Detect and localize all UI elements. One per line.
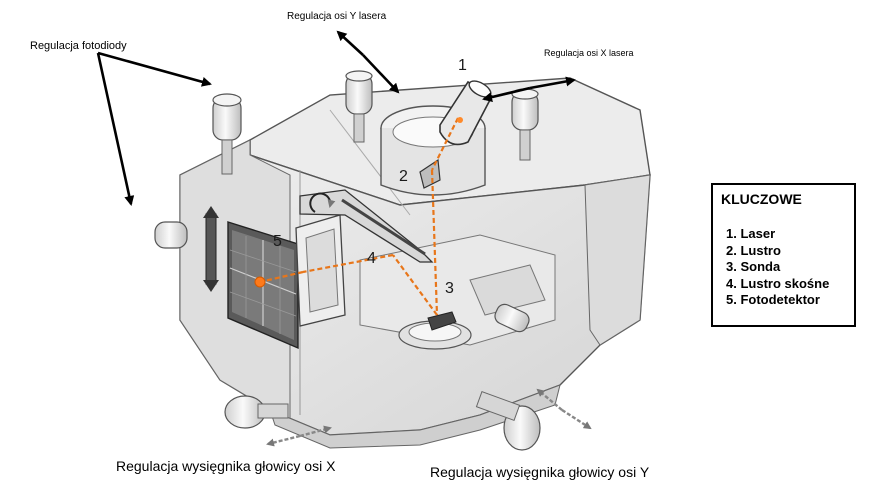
label-regulacja-osi-x-lasera: Regulacja osi X lasera — [544, 48, 634, 58]
knob-left-side — [154, 221, 188, 249]
key-title: KLUCZOWE — [721, 191, 802, 207]
housing-right-side — [584, 174, 651, 346]
callout-number-2: 2 — [399, 168, 408, 185]
label-wysiegnik-osi-x: Regulacja wysięgnika głowicy osi X — [116, 458, 336, 474]
angled-mirror — [295, 214, 346, 327]
arrow-fotodiody-2 — [96, 52, 135, 206]
arrow-os-y-1 — [336, 30, 364, 56]
laser-spot — [457, 117, 463, 123]
key-item-sonda: 3. Sonda — [726, 259, 781, 274]
key-item-lustro-skosne: 4. Lustro skośne — [726, 275, 830, 291]
key-item-laser: 1. Laser — [726, 226, 776, 241]
knob-bottom-right — [475, 391, 541, 451]
callout-number-1: 1 — [458, 57, 467, 74]
probe — [398, 311, 472, 350]
arrow-os-y-2 — [362, 54, 400, 94]
callout-number-3: 3 — [445, 280, 454, 297]
stage-slot — [469, 264, 546, 316]
callout-arrows — [96, 30, 576, 206]
knob-bottom-left — [224, 395, 289, 429]
label-regulacja-fotodiody: Regulacja fotodiody — [30, 40, 127, 52]
knob-middle-top — [345, 70, 373, 143]
photodetector-adjust-arrows — [203, 206, 219, 292]
grey-arrows — [266, 388, 592, 447]
knob-right-side — [494, 303, 530, 333]
mirror-4-lever — [299, 189, 434, 263]
key-item-lustro: 2. Lustro — [726, 242, 781, 258]
arrow-fotodiody-1 — [97, 51, 212, 87]
beam-spot — [254, 276, 266, 288]
label-regulacja-osi-y-lasera: Regulacja osi Y lasera — [287, 11, 387, 22]
knob-left-top — [212, 93, 242, 175]
laser-beam — [259, 117, 459, 316]
key-list: 1. Laser 2. Lustro 3. Sonda 4. Lustro sk… — [726, 226, 829, 309]
key-item-fotodetektor: 5. Fotodetektor — [726, 292, 820, 307]
key-legend-box: KLUCZOWE 1. Laser 2. Lustro 3. Sonda 4. … — [711, 183, 856, 327]
arrow-os-x-2 — [529, 76, 576, 90]
mirror-2 — [419, 158, 441, 189]
callout-number-4: 4 — [367, 250, 376, 267]
callout-number-5: 5 — [273, 233, 282, 250]
arrow-os-x-1 — [482, 86, 531, 103]
knob-right-top — [511, 88, 539, 161]
label-wysiegnik-osi-y: Regulacja wysięgnika głowicy osi Y — [430, 464, 650, 480]
